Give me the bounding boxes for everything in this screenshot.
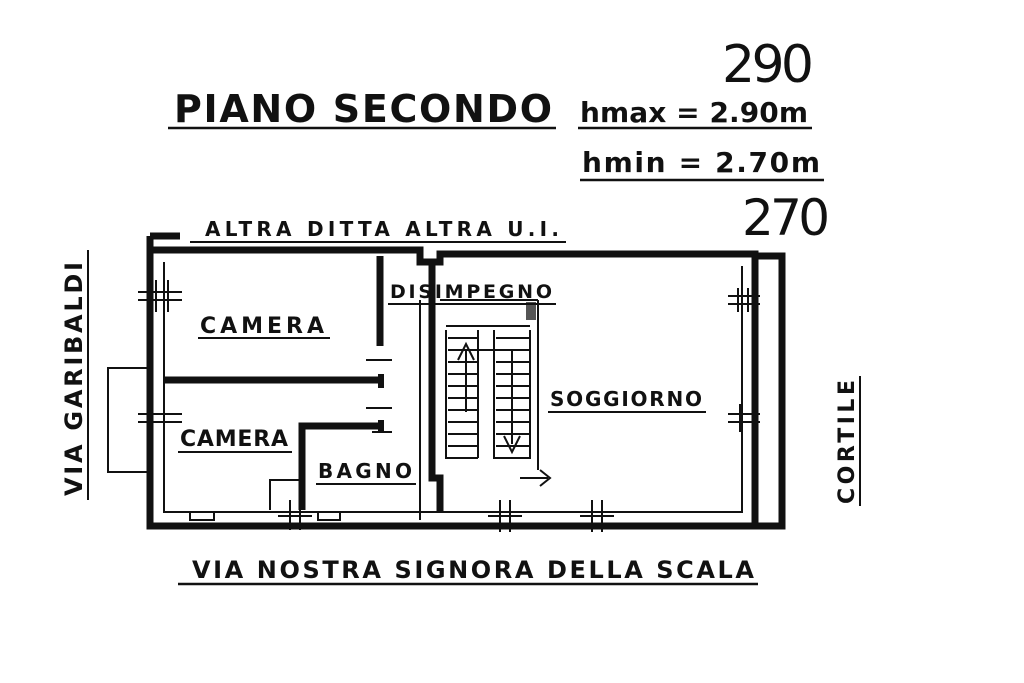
room-label-disimpegno: DISIMPEGNO bbox=[390, 281, 554, 303]
room-labels: CAMERA CAMERA BAGNO DISIMPEGNO SOGGIORNO bbox=[178, 281, 706, 485]
window-left-1 bbox=[138, 280, 182, 312]
bagno-wall bbox=[298, 422, 384, 510]
title-block: PIANO SECONDO bbox=[168, 87, 556, 131]
hmin-label: hmin = 2.70m bbox=[582, 146, 822, 179]
outer-wall-inner-line bbox=[163, 262, 743, 513]
door-post-1 bbox=[378, 374, 384, 388]
bottom-boundary-label: VIA NOSTRA SIGNORA DELLA SCALA bbox=[192, 556, 756, 584]
hmax-handwritten-note: 290 bbox=[722, 35, 814, 95]
window-left-2 bbox=[138, 404, 182, 434]
window-bottom-2 bbox=[488, 500, 522, 532]
room-label-bagno: BAGNO bbox=[318, 459, 414, 483]
room-label-camera-2: CAMERA bbox=[180, 427, 290, 452]
staircase bbox=[445, 302, 552, 487]
bagno-inner-line bbox=[269, 479, 302, 510]
left-bay-wall bbox=[107, 367, 150, 473]
walls bbox=[107, 232, 786, 530]
window-right-2 bbox=[728, 404, 760, 432]
stair-wall-left bbox=[428, 262, 444, 512]
stair-direction-arrows bbox=[457, 341, 521, 455]
landing-arrow bbox=[520, 469, 552, 487]
height-notes: hmax = 2.90m hmin = 2.70m 290 270 bbox=[578, 35, 830, 247]
room-label-soggiorno: SOGGIORNO bbox=[550, 387, 704, 411]
left-boundary-label: VIA GARIBALDI bbox=[60, 260, 88, 496]
hmax-label: hmax = 2.90m bbox=[580, 96, 810, 129]
window-bottom-1 bbox=[278, 500, 312, 530]
floor-title: PIANO SECONDO bbox=[174, 87, 554, 131]
window-bottom-small bbox=[189, 511, 341, 521]
window-bottom-3 bbox=[580, 500, 614, 532]
door-post-2 bbox=[378, 420, 384, 432]
windows bbox=[138, 280, 760, 532]
stair-frame bbox=[445, 330, 531, 459]
right-boundary-label: CORTILE bbox=[835, 378, 860, 504]
column-mark bbox=[526, 302, 536, 320]
room-label-camera-1: CAMERA bbox=[200, 314, 326, 339]
window-right-1 bbox=[728, 288, 760, 312]
boundary-labels: ALTRA DITTA ALTRA U.I. VIA NOSTRA SIGNOR… bbox=[60, 217, 861, 586]
hmin-handwritten-note: 270 bbox=[742, 189, 830, 247]
top-boundary-label: ALTRA DITTA ALTRA U.I. bbox=[205, 217, 561, 241]
